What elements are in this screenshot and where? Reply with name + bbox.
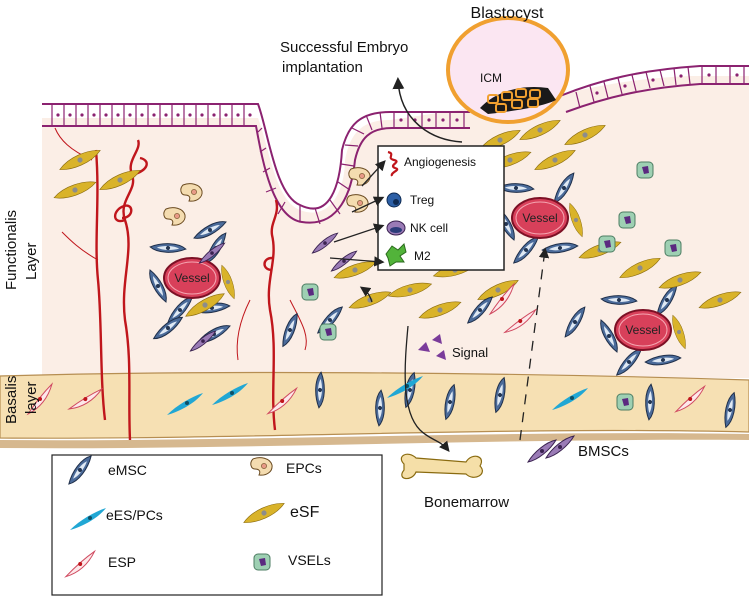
- legend-label-eespc: eES/PCs: [106, 507, 163, 523]
- m2-macrophage-icon: [385, 243, 407, 267]
- functionalis-label-line1: Functionalis: [3, 210, 20, 290]
- functionalis-label-line2: Layer: [23, 242, 40, 280]
- basalis-label-line1: Basalis: [3, 376, 20, 424]
- legend-vsels-icon: [253, 553, 271, 571]
- basalis-label-line2: layer: [23, 381, 40, 414]
- basalis-layer: [0, 371, 749, 439]
- vessel-label-2: Vessel: [522, 211, 557, 225]
- vessel-label-1: Vessel: [174, 271, 209, 285]
- legend-label-emsc: eMSC: [108, 462, 147, 478]
- immune-item-angiogenesis: Angiogenesis: [404, 155, 476, 169]
- angiogenesis-icon: [387, 150, 399, 177]
- implantation-label-line1: Successful Embryo: [280, 39, 408, 56]
- implantation-label-line2: implantation: [282, 59, 363, 76]
- legend-label-esp: ESP: [108, 554, 136, 570]
- immune-item-m2: M2: [414, 249, 431, 263]
- immune-item-treg: Treg: [410, 193, 434, 207]
- recruitment-dashed-arrow: [519, 247, 550, 441]
- signal-molecules: [418, 334, 446, 360]
- icm-label: ICM: [480, 71, 502, 85]
- legend-label-epcs: EPCs: [286, 460, 322, 476]
- epithelium-nuclei: [56, 73, 739, 122]
- legend-box: [51, 454, 383, 596]
- blastocyst: [446, 16, 570, 124]
- treg-icon: [386, 192, 402, 208]
- bonemarrow-bone: [400, 453, 483, 480]
- nk-cell-icon: [386, 220, 406, 236]
- epithelium: [42, 65, 749, 224]
- implantation-arrow: [392, 77, 463, 143]
- bonemarrow-arrow: [404, 325, 450, 453]
- legend-label-vsels: VSELs: [288, 552, 331, 568]
- signal-arrows-to-box: [329, 160, 386, 303]
- blastocyst-title: Blastocyst: [471, 5, 544, 22]
- signal-label: Signal: [452, 345, 488, 360]
- bonemarrow-label: Bonemarrow: [424, 494, 509, 511]
- epithelium-cells: [51, 66, 745, 225]
- legend-label-esf: eSF: [290, 504, 320, 521]
- bmscs-label: BMSCs: [578, 443, 629, 460]
- immune-item-nk-cell: NK cell: [410, 221, 448, 235]
- vessel-label-3: Vessel: [625, 323, 660, 337]
